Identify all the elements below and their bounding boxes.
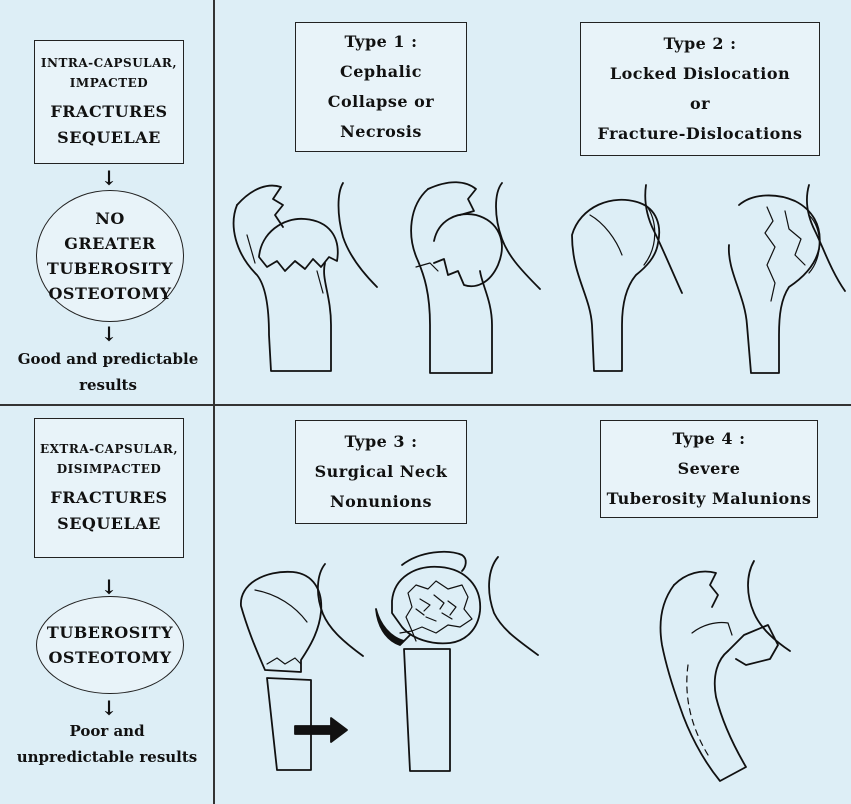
oval-line: NO xyxy=(95,206,125,231)
box-line: SEQUELAE xyxy=(57,125,161,151)
type-line: Locked Dislocation xyxy=(610,59,790,89)
box-line: INTRA-CAPSULAR, xyxy=(41,53,177,73)
type4-humerus-sketch xyxy=(650,555,830,795)
type2-humerus-sketch-right xyxy=(705,175,851,385)
no-osteotomy-oval: NO GREATER TUBEROSITY OSTEOTOMY xyxy=(36,190,184,322)
type-line: Severe xyxy=(678,454,741,484)
poor-results-text: Poor and unpredictable results xyxy=(2,718,212,770)
type3-humerus-sketch-right xyxy=(370,545,550,795)
box-line: DISIMPACTED xyxy=(57,459,162,479)
result-line: unpredictable results xyxy=(17,748,198,766)
oval-line: TUBEROSITY xyxy=(47,256,173,281)
down-arrow-icon: ↓ xyxy=(99,696,119,720)
type-line: Type 1 : xyxy=(345,27,418,57)
type3-box: Type 3 : Surgical Neck Nonunions xyxy=(295,420,467,524)
horizontal-divider xyxy=(0,404,851,406)
down-arrow-icon: ↓ xyxy=(99,322,119,346)
type-line: Type 3 : xyxy=(345,427,418,457)
type-line: or xyxy=(690,89,710,119)
box-line: IMPACTED xyxy=(70,73,148,93)
type-line: Type 2 : xyxy=(664,29,737,59)
type1-humerus-sketch-right xyxy=(390,175,560,385)
type-line: Type 4 : xyxy=(673,424,746,454)
type-line: Cephalic xyxy=(340,57,422,87)
box-line: FRACTURES xyxy=(50,99,167,125)
oval-line: TUBEROSITY xyxy=(47,620,173,645)
oval-line: GREATER xyxy=(64,231,156,256)
extra-capsular-box: EXTRA-CAPSULAR, DISIMPACTED FRACTURES SE… xyxy=(34,418,184,558)
type-line: Nonunions xyxy=(330,487,432,517)
type1-box: Type 1 : Cephalic Collapse or Necrosis xyxy=(295,22,467,152)
box-line: SEQUELAE xyxy=(57,511,161,537)
result-line: results xyxy=(79,376,137,394)
type-line: Necrosis xyxy=(340,117,422,147)
result-line: Good and predictable xyxy=(18,350,199,368)
type-line: Collapse or xyxy=(328,87,434,117)
type4-box: Type 4 : Severe Tuberosity Malunions xyxy=(600,420,818,518)
type1-humerus-sketch-left xyxy=(225,175,395,385)
type-line: Fracture-Dislocations xyxy=(598,119,803,149)
oval-line: OSTEOTOMY xyxy=(48,281,171,306)
type2-humerus-sketch-left xyxy=(560,175,700,385)
result-line: Poor and xyxy=(69,722,144,740)
good-results-text: Good and predictable results xyxy=(8,346,208,398)
osteotomy-oval: TUBEROSITY OSTEOTOMY xyxy=(36,596,184,694)
type-line: Tuberosity Malunions xyxy=(607,484,812,514)
type-line: Surgical Neck xyxy=(315,457,448,487)
intra-capsular-box: INTRA-CAPSULAR, IMPACTED FRACTURES SEQUE… xyxy=(34,40,184,164)
box-line: FRACTURES xyxy=(50,485,167,511)
oval-line: OSTEOTOMY xyxy=(48,645,171,670)
vertical-divider xyxy=(213,0,215,804)
box-line: EXTRA-CAPSULAR, xyxy=(40,439,178,459)
down-arrow-icon: ↓ xyxy=(99,166,119,190)
type2-box: Type 2 : Locked Dislocation or Fracture-… xyxy=(580,22,820,156)
